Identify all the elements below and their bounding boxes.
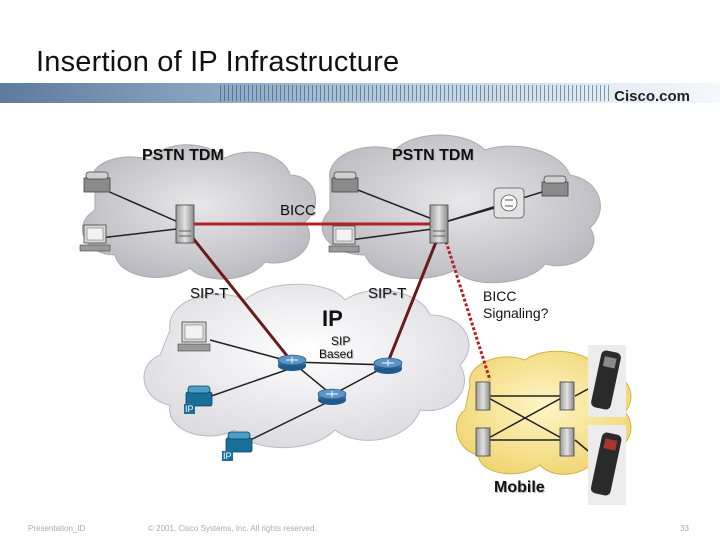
router-icon [317, 388, 347, 405]
server-icon [429, 204, 449, 244]
computer-icon [177, 321, 211, 352]
ip-cloud [143, 283, 470, 449]
pstn-cloud-left [82, 144, 317, 280]
footer-copyright: © 2001, Cisco Systems, Inc. All rights r… [148, 524, 317, 533]
ip-phone-label-2: IP [222, 451, 233, 461]
mobile-phone-icon [588, 425, 626, 505]
bicc-signaling-line2: Signaling? [483, 305, 549, 321]
pstn-label-left: PSTN TDM [142, 147, 224, 164]
bicc-signaling-link [441, 231, 492, 381]
sip-based-line1: SIP [331, 334, 351, 348]
computer-icon [79, 224, 111, 252]
router-icon [373, 357, 403, 374]
ip-label: IP [322, 306, 343, 331]
mobile-label: Mobile [494, 479, 545, 496]
header-bar-pattern [220, 85, 610, 101]
sip-t-label-left: SIP-T [190, 285, 229, 302]
mobile-phone-icon [588, 345, 626, 417]
server-icon [475, 427, 491, 457]
sip-t-link-left [186, 231, 294, 363]
switch-icon [493, 187, 525, 219]
ip-phone-icon [225, 431, 253, 453]
server-icon [559, 427, 575, 457]
phone-icon [331, 171, 359, 193]
phone-icon [83, 171, 111, 193]
phone-icon [541, 175, 569, 197]
server-icon [175, 204, 195, 244]
brand-logo: Cisco.com [614, 88, 690, 105]
server-icon [475, 381, 491, 411]
pstn-label-right: PSTN TDM [392, 147, 474, 164]
footer-presentation-id: Presentation_ID [28, 524, 86, 533]
sip-t-link-right [386, 231, 442, 363]
ip-phone-label-1: IP [184, 404, 195, 414]
sip-based-line2: Based [319, 347, 354, 361]
slide-title: Insertion of IP Infrastructure [36, 46, 400, 78]
server-icon [559, 381, 575, 411]
ip-phone-icon [185, 385, 213, 407]
bicc-signaling-line1: BICC [483, 288, 517, 304]
footer-page-number: 33 [680, 524, 689, 533]
bicc-label: BICC [280, 202, 316, 219]
router-icon [277, 354, 307, 371]
computer-icon [328, 225, 360, 253]
sip-t-label-right: SIP-T [368, 285, 407, 302]
pstn-cloud-right [321, 134, 601, 284]
